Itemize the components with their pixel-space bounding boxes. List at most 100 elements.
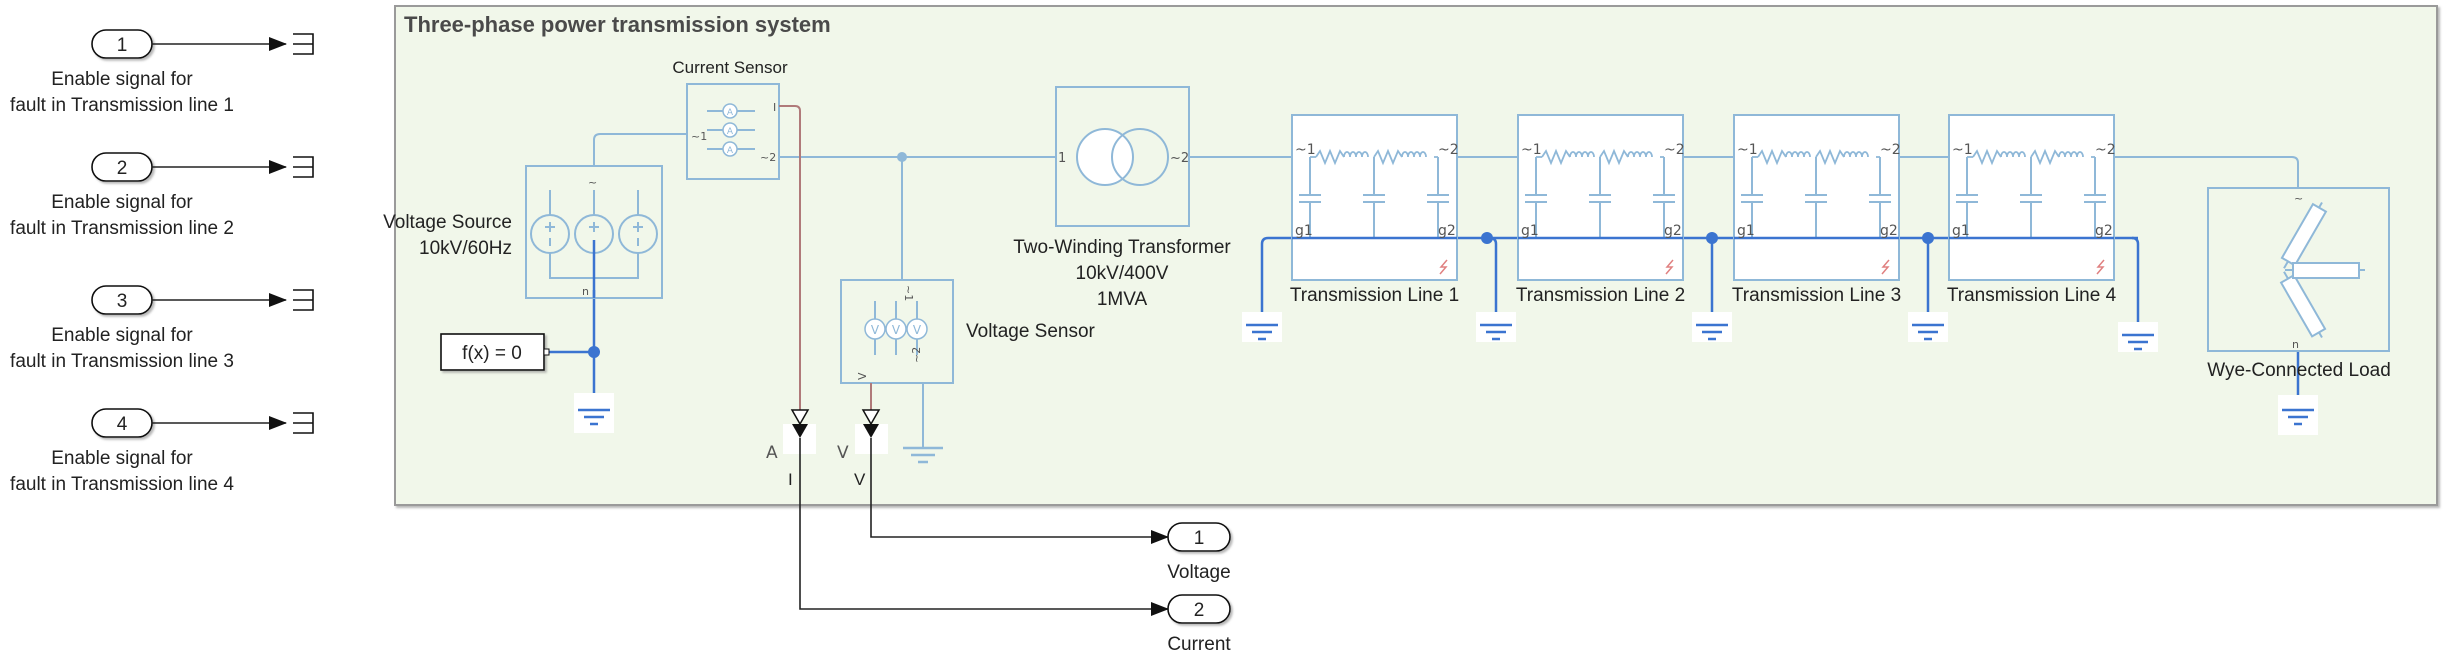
port-label: ~2 bbox=[1664, 142, 1685, 158]
fault-icon bbox=[1665, 259, 1674, 275]
port-label: g2 bbox=[1438, 223, 1456, 239]
inport-number: 4 bbox=[117, 414, 128, 435]
block-param: 10kV/400V bbox=[1076, 263, 1169, 284]
port-label: g1 bbox=[1737, 223, 1755, 239]
inport-label: Enable signal for bbox=[51, 69, 193, 90]
fault-icon bbox=[2096, 259, 2105, 275]
port-label: ~1 bbox=[902, 285, 915, 301]
inport-label: Enable signal for bbox=[51, 325, 193, 346]
outport-1[interactable]: 1 bbox=[1167, 522, 1231, 552]
port-label: 1 bbox=[1058, 151, 1066, 166]
junction-dot bbox=[1481, 232, 1493, 244]
inport-label: fault in Transmission line 4 bbox=[10, 474, 234, 495]
port-label: n bbox=[582, 285, 589, 298]
voltage-sensor-block[interactable]: V V V ~1 ~2 V bbox=[840, 279, 954, 384]
port-label: g1 bbox=[1952, 223, 1970, 239]
block-param: 10kV/60Hz bbox=[419, 238, 512, 259]
inport-label: Enable signal for bbox=[51, 192, 193, 213]
port-label: V bbox=[856, 372, 869, 380]
port-label: g2 bbox=[2095, 223, 2113, 239]
terminator-icon bbox=[293, 156, 314, 178]
port-label: ~1 bbox=[691, 130, 707, 143]
converter-unit: A bbox=[766, 443, 778, 463]
inport-4[interactable]: 4 bbox=[91, 408, 153, 438]
port-label: ~2 bbox=[1880, 142, 1901, 158]
ground-icon bbox=[1692, 312, 1732, 342]
ground-icon bbox=[574, 393, 614, 433]
inport-number: 2 bbox=[117, 158, 128, 179]
ground-icon bbox=[1908, 312, 1948, 342]
port-label: ~ bbox=[2294, 192, 2303, 205]
port-label: ~1 bbox=[1737, 142, 1758, 158]
transmission-line-block[interactable]: ~1 ~2 g1 g2 bbox=[1733, 114, 1901, 281]
inport-3[interactable]: 3 bbox=[91, 285, 153, 315]
converter-unit: V bbox=[837, 443, 849, 463]
ps-signal-line[interactable] bbox=[779, 105, 801, 410]
junction-dot bbox=[588, 346, 600, 358]
block-name: Wye-Connected Load bbox=[2207, 360, 2391, 381]
port-label: g1 bbox=[1521, 223, 1539, 239]
inport-label: fault in Transmission line 3 bbox=[10, 351, 234, 372]
inport-2[interactable]: 2 bbox=[91, 152, 153, 182]
voltage-signal-line[interactable] bbox=[870, 438, 1169, 544]
ground-icon bbox=[903, 446, 943, 464]
port-label: ~2 bbox=[1170, 151, 1189, 166]
voltmeter-icon: V bbox=[892, 323, 901, 337]
outport-label: Current bbox=[1167, 634, 1231, 655]
voltmeter-icon: V bbox=[871, 323, 880, 337]
inport-number: 3 bbox=[117, 291, 128, 312]
block-param: 1MVA bbox=[1097, 289, 1148, 310]
port-label: g1 bbox=[1295, 223, 1313, 239]
outport-2[interactable]: 2 bbox=[1167, 594, 1231, 624]
transformer-block[interactable]: 1 ~2 bbox=[1055, 86, 1190, 227]
port-label: g2 bbox=[1664, 223, 1682, 239]
junction-dot bbox=[1706, 232, 1718, 244]
area-title: Three-phase power transmission system bbox=[404, 12, 831, 37]
terminator-icon bbox=[293, 289, 314, 311]
outport-number: 2 bbox=[1194, 600, 1205, 621]
fault-icon bbox=[1881, 259, 1890, 275]
junction-dot bbox=[897, 152, 907, 162]
inport-label: fault in Transmission line 1 bbox=[10, 95, 234, 116]
port-label: n bbox=[2292, 338, 2299, 351]
port-label: ~2 bbox=[1438, 142, 1459, 158]
solver-text: f(x) = 0 bbox=[462, 343, 522, 364]
ground-icon bbox=[1476, 312, 1516, 342]
port-label: ~1 bbox=[1295, 142, 1316, 158]
current-sensor-block[interactable]: A A A ~1 ~2 I bbox=[686, 83, 780, 180]
ammeter-icon: A bbox=[727, 127, 734, 137]
block-name: Current Sensor bbox=[672, 58, 788, 77]
current-signal-line[interactable] bbox=[799, 438, 1169, 616]
junction-dot bbox=[1922, 232, 1934, 244]
port-label: ~ bbox=[588, 176, 597, 189]
port-label: ~2 bbox=[910, 347, 923, 363]
port-label: ~1 bbox=[1952, 142, 1973, 158]
inport-label: fault in Transmission line 2 bbox=[10, 218, 234, 239]
ammeter-icon: A bbox=[727, 146, 734, 156]
transmission-line-block[interactable]: ~1 ~2 g1 g2 bbox=[1517, 114, 1685, 281]
solver-configuration-block[interactable]: f(x) = 0 bbox=[440, 333, 550, 371]
block-name: Two-Winding Transformer bbox=[1013, 237, 1231, 258]
block-name: Transmission Line 1 bbox=[1290, 285, 1459, 306]
signal-label: V bbox=[854, 470, 866, 489]
block-name: Transmission Line 4 bbox=[1947, 285, 2117, 306]
physical-connections[interactable] bbox=[593, 133, 2299, 448]
block-name: Voltage Source bbox=[383, 212, 512, 233]
terminator-icon bbox=[293, 412, 314, 434]
port-label: g2 bbox=[1880, 223, 1898, 239]
port-label: I bbox=[773, 101, 776, 114]
ground-icon bbox=[2118, 322, 2158, 352]
ground-icon bbox=[1242, 312, 1282, 342]
wye-load-block[interactable]: ~ n bbox=[2207, 187, 2390, 352]
block-name: Voltage Sensor bbox=[966, 321, 1096, 342]
outport-number: 1 bbox=[1194, 528, 1205, 549]
ground-icon bbox=[2278, 395, 2318, 435]
port-label: ~1 bbox=[1521, 142, 1542, 158]
transmission-line-block[interactable]: ~1 ~2 g1 g2 bbox=[1291, 114, 1459, 281]
port-label: ~2 bbox=[760, 151, 776, 164]
inport-1[interactable]: 1 bbox=[91, 29, 153, 59]
block-name: Transmission Line 3 bbox=[1732, 285, 1901, 306]
